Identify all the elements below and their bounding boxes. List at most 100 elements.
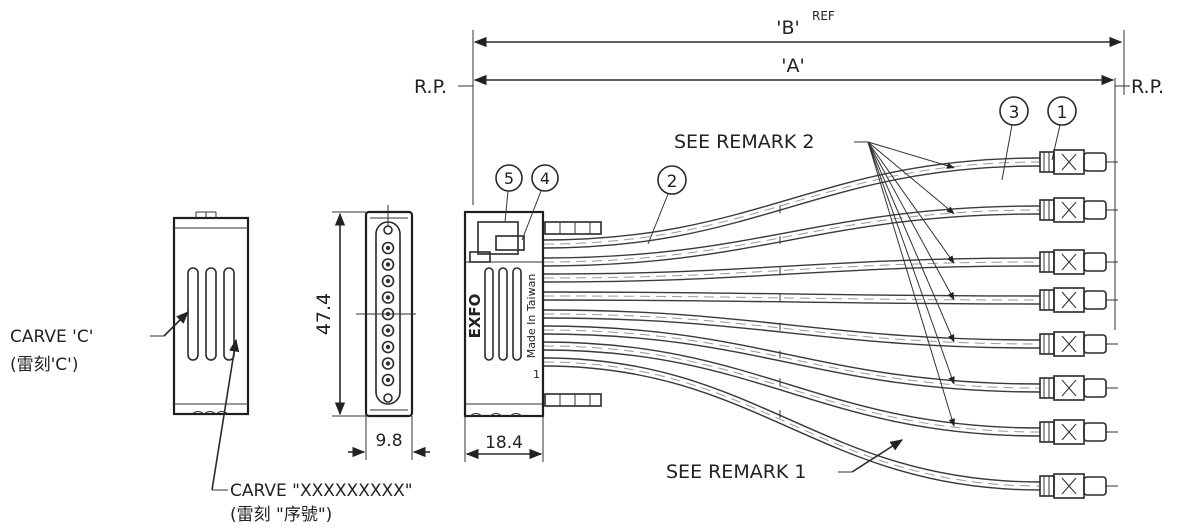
cable-connector [1039,473,1118,499]
connector-mark [1061,477,1077,495]
connector-mark [1061,335,1077,353]
cable-centerline [543,295,1041,301]
pin-contact [381,324,395,337]
cable-connector [1039,331,1118,357]
dimension-b-label: 'B' [776,17,799,39]
connector-boot [1039,251,1055,273]
cable-jacket-edge [543,165,1041,249]
pin1-mark: 1 [533,368,540,381]
remark-2-label: SEE REMARK 2 [674,131,815,153]
balloon-4: 4 [521,164,559,241]
pin-contact [381,340,395,354]
origin-mark: Made In Taiwan [525,274,538,359]
remark-2-leader [867,141,955,427]
pin-contact [381,258,395,271]
cable-jacket-edge [543,349,1041,437]
pin-center [385,278,391,284]
connector-nut [1083,476,1107,496]
dimension-side-width: 9.8 [348,416,430,460]
cable-centerline [543,261,1041,279]
remark-2-leader [867,141,955,264]
carve-c-callout: CARVE 'C' (雷刻'C') [10,311,189,375]
balloon-3-label: 3 [1009,103,1020,123]
cable-connector [1039,197,1118,223]
dimension-body-width: 18.4 [464,416,544,462]
cable-jacket-edge [543,309,1041,341]
connector-nut [1083,290,1107,310]
cable-connector [1039,375,1118,401]
pin-center [385,245,391,251]
connector-boot [1039,151,1055,173]
cable-connector [1039,287,1118,313]
balloon-3: 3 [999,96,1029,181]
side-view [356,205,416,418]
pin-center [385,295,391,300]
cable-jacket-edge [543,257,1041,275]
pin-contact [381,241,395,255]
cable-jacket-edge [543,205,1041,259]
cable-centerline [543,329,1041,389]
balloon-2: 2 [647,165,687,245]
cable-jacket-edge [543,325,1041,385]
dimension-b: 'B' REF [472,9,1125,205]
cable-jacket-edge [543,299,1041,305]
remark-2-leader [867,141,955,301]
connector-nut [1083,422,1107,442]
carve-serial-label: CARVE "XXXXXXXXX" [230,481,413,501]
pin-center [385,361,391,366]
dimension-a: 'A' R.P. R.P. [414,55,1164,330]
dimension-a-label: 'A' [781,55,804,77]
connector-nut [1083,334,1107,354]
cable-centerline [543,361,1041,487]
cable-jacket-edge [543,341,1041,429]
connector-mark [1061,153,1077,171]
front-view [172,211,250,416]
connector-mark [1061,201,1077,219]
cable-jacket-edge [543,365,1041,491]
cable-jacket-edge [543,291,1041,297]
cable-centerline [543,161,1041,245]
connector-mark [1061,423,1077,441]
connector-boot [1039,199,1055,221]
pin-center [385,344,391,350]
carve-c-label: CARVE 'C' [10,327,93,347]
pin-center [385,328,391,333]
cable-jacket-edge [543,213,1041,267]
pin-contact [381,291,395,304]
connector-mark [1061,291,1077,309]
pin-contact [381,274,395,288]
remark-2-leader [867,141,955,169]
cable-jacket-edge [543,265,1041,283]
cable-connector [1039,419,1118,445]
dimension-height-label: 47.4 [313,293,335,335]
connector-nut [1083,378,1107,398]
balloon-2-label: 2 [667,172,678,192]
dimension-height: 47.4 [313,211,366,417]
remark-2-leader [867,141,955,385]
balloon-5: 5 [495,164,523,223]
pin-center [385,377,391,383]
dimension-b-ref: REF [812,9,835,23]
pin-center [385,262,391,267]
remark-2-leader [867,141,955,215]
remark-1-label: SEE REMARK 1 [666,461,807,483]
connector-body: EXFO Made In Taiwan 1 [463,210,602,418]
cable-connector [1039,149,1118,175]
connector-nut [1083,152,1107,172]
cable-jacket-edge [543,357,1041,483]
cable-centerline [543,345,1041,433]
carve-serial-callout: CARVE "XXXXXXXXX" (雷刻 "序號") [211,338,413,525]
cable-jacket-edge [543,317,1041,349]
rp-left-label: R.P. [414,76,447,98]
balloon-1-label: 1 [1057,103,1068,123]
connector-nut [1083,200,1107,220]
connector-boot [1039,421,1055,443]
dimension-side-width-label: 9.8 [375,431,402,451]
cable-fanout [543,149,1118,499]
balloon-1: 1 [1047,96,1077,161]
carve-c-cn-label: (雷刻'C') [10,355,78,375]
rp-right-label: R.P. [1131,76,1164,98]
pin-contact [381,357,395,370]
connector-nut [1083,252,1107,272]
connector-boot [1039,475,1055,497]
